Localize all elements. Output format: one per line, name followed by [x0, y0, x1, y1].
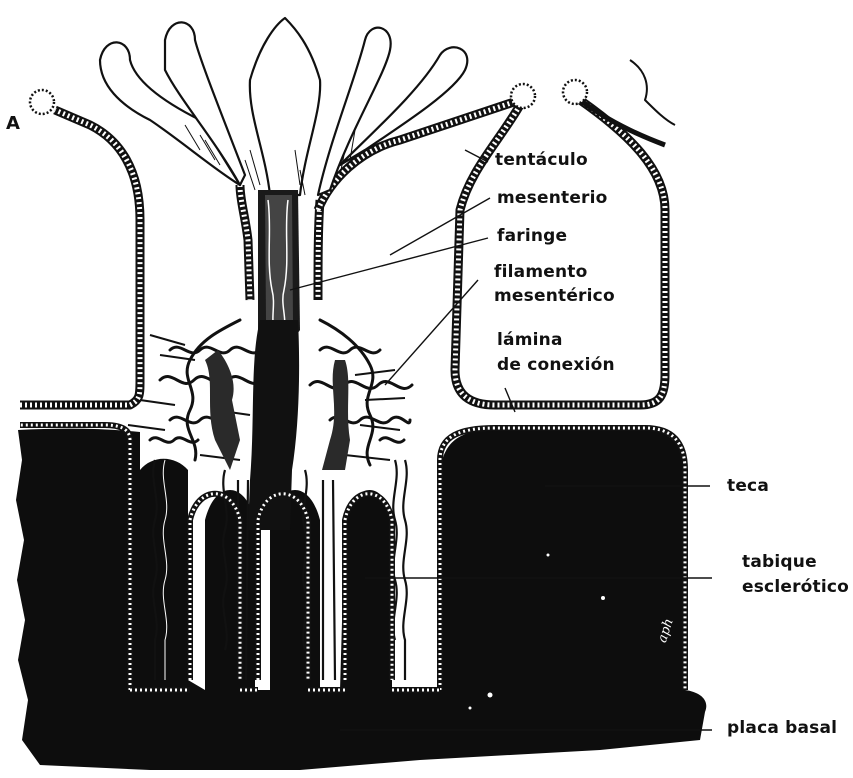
leader-mesenterio [390, 198, 490, 255]
label-lamina-2: de conexión [497, 355, 615, 375]
panel-letter: A [6, 113, 20, 134]
label-teca: teca [727, 476, 769, 496]
label-mesenterio: mesenterio [497, 188, 608, 208]
tentacle-crown [100, 18, 467, 195]
label-tentaculo: tentáculo [495, 150, 588, 170]
label-filamento-1: filamento [494, 262, 587, 282]
label-filamento-2: mesentérico [494, 286, 615, 306]
pharynx [258, 190, 300, 338]
label-faringe: faringe [497, 226, 567, 246]
leader-filamento [385, 280, 478, 385]
label-lamina-1: lámina [497, 330, 563, 350]
label-tabique-2: esclerótico [742, 577, 849, 597]
label-placa-basal: placa basal [727, 718, 837, 738]
label-tabique-1: tabique [742, 552, 817, 572]
